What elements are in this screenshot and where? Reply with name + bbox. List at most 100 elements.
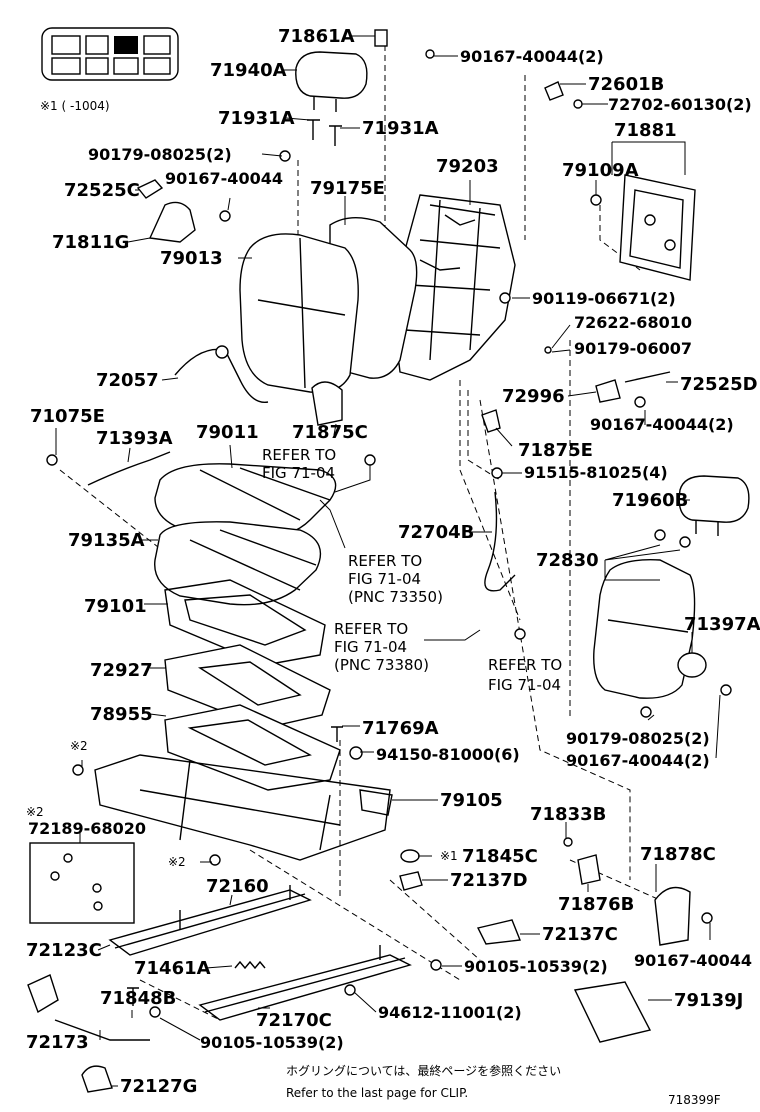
- rod-72173: [54, 1019, 150, 1041]
- label-71960B: 71960B: [612, 490, 688, 511]
- label-72189-68020: 72189-68020: [28, 819, 146, 838]
- label-71845C: 71845C: [462, 846, 538, 867]
- label-72601B: 72601B: [588, 74, 664, 95]
- label-90119-06671-2: 90119-06671(2): [532, 289, 676, 308]
- cover-72137D: [399, 871, 423, 891]
- clip-72601B: [544, 81, 564, 101]
- label-71833B: 71833B: [530, 804, 606, 825]
- label-71461A: 71461A: [134, 958, 211, 979]
- label-72057: 72057: [96, 370, 159, 391]
- label-72137D: 72137D: [450, 870, 528, 891]
- label-79013: 79013: [160, 248, 223, 269]
- label-71848B: 71848B: [100, 988, 176, 1009]
- seat-track-72170C: [198, 945, 412, 1021]
- label-79203: 79203: [436, 156, 499, 177]
- label-90167-40044-2-b: 90167-40044(2): [566, 751, 710, 770]
- label-90105-10539-2-b: 90105-10539(2): [200, 1033, 344, 1052]
- label-90179-06007: 90179-06007: [574, 339, 692, 358]
- refer2-line2: FIG 71-04: [348, 570, 421, 588]
- label-71875C: 71875C: [292, 422, 368, 443]
- label-90179-08025-2-b: 90179-08025(2): [566, 729, 710, 748]
- dashed-guide-lines: [59, 45, 661, 1021]
- label-72127G: 72127G: [120, 1076, 197, 1097]
- label-79105: 79105: [440, 790, 503, 811]
- bushing-71845C: [400, 849, 420, 863]
- label-94612-11001-2: 94612-11001(2): [378, 1003, 522, 1022]
- board-71881: [619, 174, 696, 281]
- label-79101: 79101: [84, 596, 147, 617]
- refer4-line1: REFER TO: [488, 656, 562, 674]
- footer: ホグリングについては、最終ページを参照ください Refer to the las…: [286, 1063, 721, 1107]
- label-94150-81000-6: 94150-81000(6): [376, 745, 520, 764]
- label-71875E: 71875E: [518, 440, 593, 461]
- wire-harness-72057: [174, 345, 269, 404]
- label-90179-08025-2: 90179-08025(2): [88, 145, 232, 164]
- seat-track-72160: [108, 885, 312, 956]
- mark-2-a: ※2: [70, 739, 88, 753]
- seatback-72830: [593, 559, 696, 699]
- footer-english-note: Refer to the last page for CLIP.: [286, 1086, 468, 1100]
- mark-2-c: ※2: [168, 855, 186, 869]
- cable-72704B: [484, 491, 516, 592]
- part-labels: 71861A 90167-40044(2) 71940A 72601B 7270…: [26, 26, 760, 1097]
- label-71397A: 71397A: [684, 614, 760, 635]
- refer2-line1: REFER TO: [348, 552, 422, 570]
- seat-pad-79135A: [154, 521, 322, 606]
- clip-72525C: [136, 179, 164, 199]
- label-72927: 72927: [90, 660, 153, 681]
- label-71940A: 71940A: [210, 60, 287, 81]
- label-72622-68010: 72622-68010: [574, 313, 692, 332]
- label-71878C: 71878C: [640, 844, 716, 865]
- pins-71931A: [307, 119, 342, 146]
- label-79135A: 79135A: [68, 530, 145, 551]
- figure-id: 718399F: [668, 1093, 721, 1107]
- cover-72137C: [476, 919, 521, 945]
- cover-72127G: [81, 1065, 113, 1093]
- cover-71875C: [311, 381, 343, 426]
- label-72525D: 72525D: [680, 374, 758, 395]
- refer1-line2: FIG 71-04: [262, 464, 335, 482]
- label-72704B: 72704B: [398, 522, 474, 543]
- hinge-71861A: [374, 29, 388, 47]
- clip-71848B: [127, 987, 139, 1006]
- label-71931A-left: 71931A: [218, 108, 295, 129]
- label-72173: 72173: [26, 1032, 89, 1053]
- seat-cushion-79011: [154, 463, 337, 539]
- refer4-line2: FIG 71-04: [488, 676, 561, 694]
- label-79175E: 79175E: [310, 178, 385, 199]
- leader-lines: [55, 35, 721, 1087]
- label-72160: 72160: [206, 876, 269, 897]
- label-71876B: 71876B: [558, 894, 634, 915]
- clip-kit-72189-box: [29, 842, 135, 924]
- rod-72525D: [624, 371, 671, 383]
- bracket-71811G: [148, 201, 196, 243]
- note-serial-range: ※1 ( -1004): [40, 99, 110, 113]
- cable-71393A: [87, 451, 171, 486]
- mark-1: ※1: [440, 849, 458, 863]
- label-71931A-right: 71931A: [362, 118, 439, 139]
- bolts-group: [46, 49, 732, 1018]
- label-79139J: 79139J: [674, 990, 743, 1011]
- headrest-71960B: [678, 475, 750, 536]
- seat-pan-72927: [164, 644, 331, 729]
- footer-japanese-note: ホグリングについては、最終ページを参照ください: [286, 1063, 561, 1078]
- vehicle-seat-locator-icon: [41, 27, 179, 81]
- label-72170C: 72170C: [256, 1010, 332, 1031]
- label-72996: 72996: [502, 386, 565, 407]
- label-72702-60130: 72702-60130(2): [608, 95, 752, 114]
- label-78955: 78955: [90, 704, 153, 725]
- refer3-line2: FIG 71-04: [334, 638, 407, 656]
- label-71075E: 71075E: [30, 406, 105, 427]
- refer3-line1: REFER TO: [334, 620, 408, 638]
- clip-71769A: [331, 726, 343, 742]
- cover-72996: [595, 379, 621, 403]
- label-72123C: 72123C: [26, 940, 102, 961]
- cover-72123C: [27, 974, 59, 1014]
- refer3-line3: (PNC 73380): [334, 656, 429, 674]
- refer1-line1: REFER TO: [262, 446, 336, 464]
- refer2-line3: (PNC 73350): [348, 588, 443, 606]
- label-90167-40044: 90167-40044: [165, 169, 283, 188]
- seat-base-frame-79105: [94, 754, 393, 861]
- label-72830: 72830: [536, 550, 599, 571]
